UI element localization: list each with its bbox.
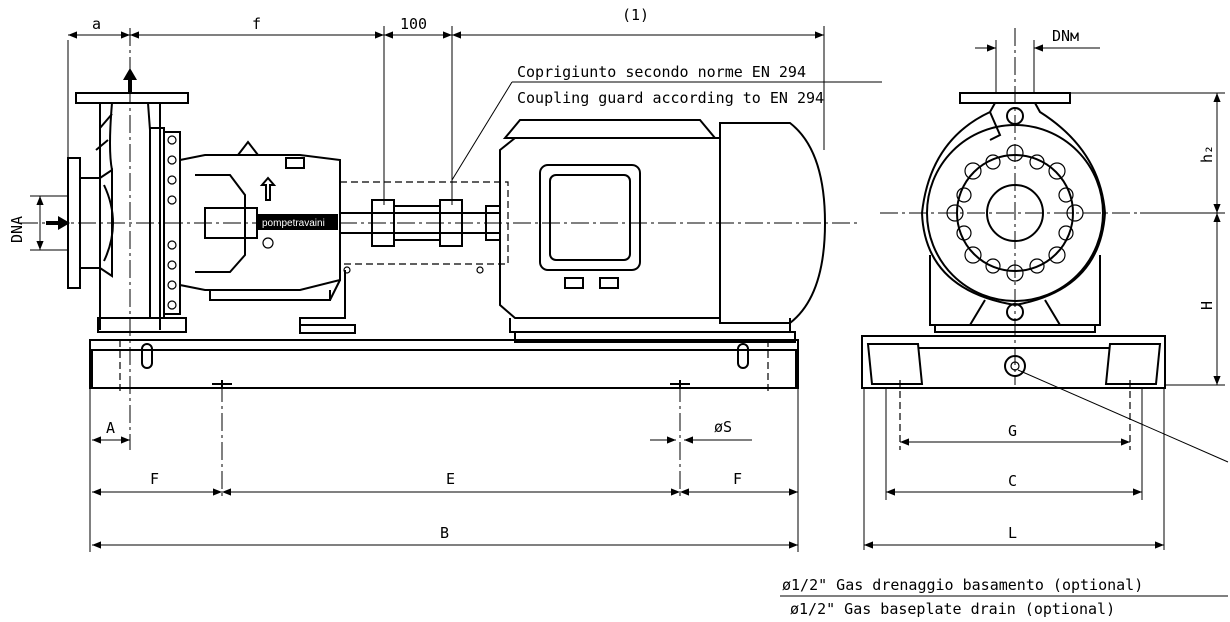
baseplate xyxy=(89,339,799,500)
dnm-dimension: DNм xyxy=(975,27,1100,93)
dim-f: f xyxy=(252,15,261,33)
dim-100: 100 xyxy=(400,15,427,33)
coupling-guard-notes: Coprigiunto secondo norme EN 294 Couplin… xyxy=(451,63,882,181)
dim-F-left: F xyxy=(150,470,159,488)
top-dimensions: a f 100 (1) xyxy=(67,6,825,205)
dim-G: G xyxy=(1008,422,1017,440)
note-drain-it: ø1/2" Gas drenaggio basamento (optional) xyxy=(782,576,1143,594)
volute-casing xyxy=(75,92,189,333)
coupling-guard xyxy=(339,181,509,274)
electric-motor xyxy=(499,119,827,343)
brand-text: pompetravaini xyxy=(262,218,325,229)
bearing-bracket: pompetravaini xyxy=(179,140,356,334)
front-baseplate xyxy=(861,335,1166,389)
dim-S: øS xyxy=(714,418,732,436)
side-view: pompetravaini xyxy=(8,6,882,552)
height-dimensions: h₂ H xyxy=(1070,92,1225,386)
drain-plug xyxy=(1004,355,1026,377)
dim-B: B xyxy=(440,524,449,542)
bottom-dimensions: A øS F E F B xyxy=(89,388,799,552)
dim-dna: DNA xyxy=(8,216,26,243)
note-1: (1) xyxy=(622,6,649,24)
width-dimensions: G C L xyxy=(863,388,1165,550)
note-guard-en: Coupling guard according to EN 294 xyxy=(517,89,824,107)
dim-h2: h₂ xyxy=(1198,145,1216,163)
dna-dimension: DNA xyxy=(8,195,68,251)
note-guard-it: Coprigiunto secondo norme EN 294 xyxy=(517,63,806,81)
dim-E: E xyxy=(446,470,455,488)
front-discharge-flange xyxy=(959,92,1071,104)
drain-notes: ø1/2" Gas drenaggio basamento (optional)… xyxy=(780,369,1229,618)
dim-L: L xyxy=(1008,524,1017,542)
brand-plate xyxy=(258,214,338,230)
dim-F-right: F xyxy=(733,470,742,488)
dim-A: A xyxy=(106,419,115,437)
dim-a: a xyxy=(92,15,101,33)
note-drain-en: ø1/2" Gas baseplate drain (optional) xyxy=(790,600,1115,618)
flow-arrows xyxy=(46,68,137,230)
dim-C: C xyxy=(1008,472,1017,490)
dim-H: H xyxy=(1198,301,1216,310)
front-view: DNм h₂ H G C L ø1/ xyxy=(780,27,1229,618)
flange-bolts xyxy=(946,144,1084,282)
dim-dnm: DNм xyxy=(1052,27,1079,45)
